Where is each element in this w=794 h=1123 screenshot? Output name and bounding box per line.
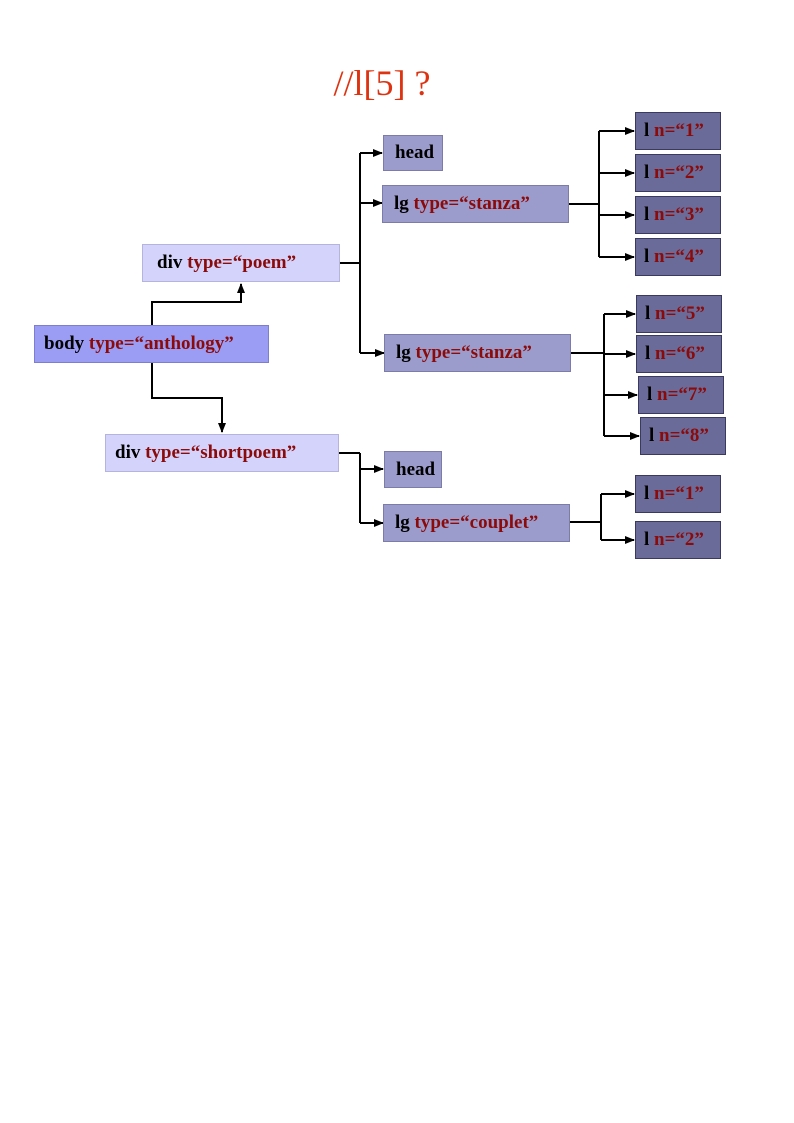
edge-body-div-poem bbox=[151, 283, 245, 325]
node-tag: lg bbox=[394, 193, 409, 214]
node-l-1: l n=“1” bbox=[635, 112, 721, 150]
node-tag: lg bbox=[395, 512, 410, 533]
node-attr: n=“4” bbox=[654, 246, 704, 267]
node-tag: head bbox=[395, 142, 435, 163]
node-attr: n=“2” bbox=[654, 529, 704, 550]
node-l-7: l n=“7” bbox=[638, 376, 724, 414]
node-attr: type=“shortpoem” bbox=[145, 442, 297, 463]
node-tag: div bbox=[157, 252, 183, 273]
node-l-5: l n=“5” bbox=[636, 295, 722, 333]
node-attr: n=“8” bbox=[659, 425, 709, 446]
edge-body-div-shortpoem bbox=[151, 363, 226, 433]
node-tag: l bbox=[645, 303, 651, 324]
node-lg-stanza-2: lg type=“stanza” bbox=[384, 334, 571, 372]
node-tag: l bbox=[645, 343, 651, 364]
node-l-couplet-1: l n=“1” bbox=[635, 475, 721, 513]
node-attr: type=“anthology” bbox=[88, 333, 234, 354]
node-attr: n=“5” bbox=[655, 303, 705, 324]
node-head-poem: head bbox=[383, 135, 443, 171]
node-lg-couplet: lg type=“couplet” bbox=[383, 504, 570, 542]
node-l-2: l n=“2” bbox=[635, 154, 721, 192]
node-attr: n=“7” bbox=[657, 384, 707, 405]
node-l-couplet-2: l n=“2” bbox=[635, 521, 721, 559]
node-tag: div bbox=[115, 442, 141, 463]
node-tag: l bbox=[647, 384, 653, 405]
node-body-anthology: body type=“anthology” bbox=[34, 325, 269, 363]
node-attr: n=“2” bbox=[654, 162, 704, 183]
node-l-3: l n=“3” bbox=[635, 196, 721, 234]
node-attr: n=“3” bbox=[654, 204, 704, 225]
node-tag: l bbox=[649, 425, 655, 446]
node-attr: type=“couplet” bbox=[414, 512, 539, 533]
node-tag: l bbox=[644, 204, 650, 225]
node-attr: type=“poem” bbox=[187, 252, 297, 273]
node-l-4: l n=“4” bbox=[635, 238, 721, 276]
node-attr: n=“1” bbox=[654, 483, 704, 504]
node-attr: type=“stanza” bbox=[413, 193, 530, 214]
node-attr: type=“stanza” bbox=[415, 342, 532, 363]
node-attr: n=“1” bbox=[654, 120, 704, 141]
node-div-poem: div type=“poem” bbox=[142, 244, 340, 282]
node-div-shortpoem: div type=“shortpoem” bbox=[105, 434, 339, 472]
node-tag: l bbox=[644, 529, 650, 550]
node-tag: lg bbox=[396, 342, 411, 363]
node-l-8: l n=“8” bbox=[640, 417, 726, 455]
node-tag: body bbox=[44, 333, 85, 354]
node-tag: l bbox=[644, 483, 650, 504]
page-title: //l[5] ? bbox=[333, 63, 431, 103]
node-attr: n=“6” bbox=[655, 343, 705, 364]
node-head-shortpoem: head bbox=[384, 451, 442, 488]
node-tag: l bbox=[644, 246, 650, 267]
node-tag: l bbox=[644, 162, 650, 183]
node-l-6: l n=“6” bbox=[636, 335, 722, 373]
node-lg-stanza-1: lg type=“stanza” bbox=[382, 185, 569, 223]
node-tag: l bbox=[644, 120, 650, 141]
node-tag: head bbox=[396, 458, 436, 480]
